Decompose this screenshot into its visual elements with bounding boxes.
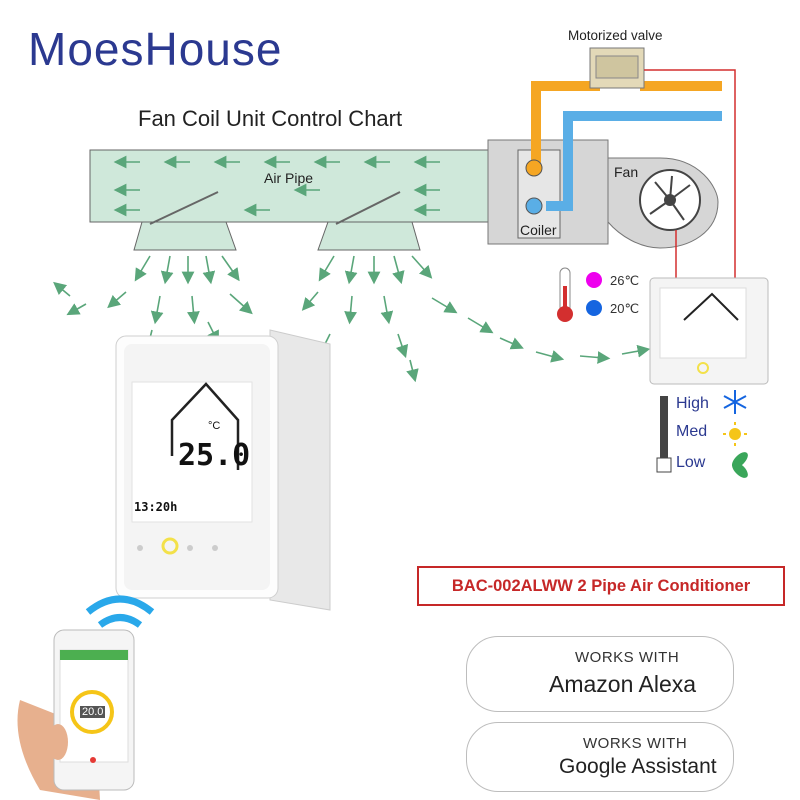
fan-speed-slider — [660, 396, 668, 464]
power-button — [161, 537, 179, 555]
thermostat-unit: °C — [208, 420, 221, 432]
product-model-label: BAC-002ALWW 2 Pipe Air Conditioner — [417, 566, 785, 606]
alexa-badge-line1: WORKS WITH — [575, 649, 680, 666]
air-pipe-duct — [89, 149, 491, 223]
thermostat-time: 13:20h — [134, 500, 178, 514]
google-badge: WORKS WITH Google Assistant — [466, 722, 734, 792]
google-badge-line1: WORKS WITH — [583, 735, 688, 752]
fan-speed-med: Med — [676, 423, 708, 440]
fan-speed-low: Low — [676, 454, 706, 471]
diagram-title: Fan Coil Unit Control Chart — [138, 106, 403, 131]
hot-temperature: 26℃ — [610, 273, 640, 288]
google-badge-line2: Google Assistant — [559, 755, 717, 778]
hot-pipe — [531, 81, 722, 168]
phone-set-temperature: 20.0 — [80, 706, 106, 718]
leaf-fan-icon — [732, 452, 748, 478]
diffuser-left — [133, 221, 237, 251]
motorized-valve-label: Motorized valve — [568, 28, 663, 43]
sun-icon — [723, 422, 747, 446]
fan-label: Fan — [614, 164, 639, 180]
smartphone — [17, 629, 135, 800]
snowflake-icon — [723, 390, 747, 414]
diffuser-right — [317, 221, 421, 251]
air-pipe-label: Air Pipe — [264, 170, 314, 186]
alexa-badge: WORKS WITH Amazon Alexa — [466, 636, 734, 712]
fan-speed-high: High — [676, 395, 709, 412]
alexa-badge-line2: Amazon Alexa — [549, 671, 697, 697]
cold-pipe — [546, 111, 722, 211]
hot-indicator-dot — [586, 272, 602, 288]
control-wire — [644, 69, 736, 278]
coiler-unit — [517, 149, 561, 239]
cold-temperature: 20℃ — [610, 301, 640, 316]
brand-logo: MoesHouse — [28, 23, 283, 75]
thermostat-temperature: 25.0 — [178, 438, 251, 473]
cold-indicator-dot — [586, 300, 602, 316]
main-thermostat — [115, 329, 331, 611]
coiler-label: Coiler — [520, 222, 557, 238]
